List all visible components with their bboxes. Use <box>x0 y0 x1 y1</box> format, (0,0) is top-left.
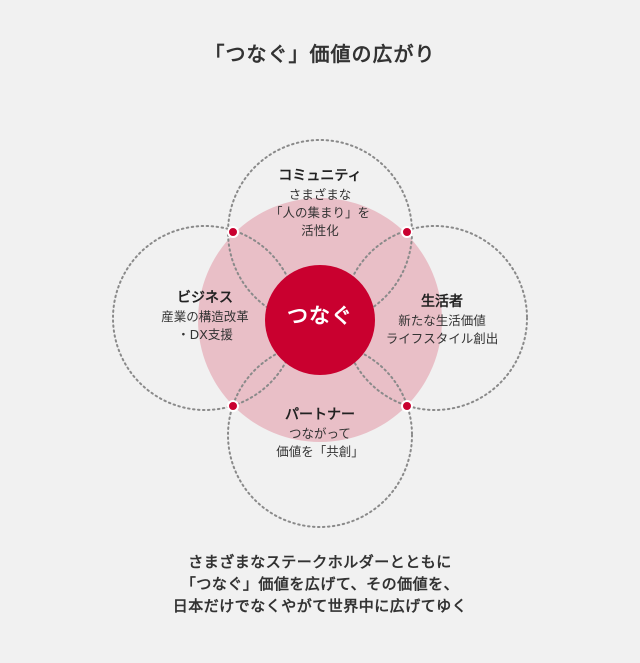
node-community: コミュニティ さまざまな 「人の集まり」を 活性化 <box>230 166 410 240</box>
bottom-caption-line-3: 日本だけでなくやがて世界中に広げてゆく <box>172 597 468 615</box>
connector-dot-bottom-right <box>401 400 413 412</box>
node-consumer-heading: 生活者 <box>421 294 463 310</box>
connector-dot-top-left <box>227 226 239 238</box>
connector-dot-top-right <box>401 226 413 238</box>
node-consumer-line-1: 新たな生活価値 <box>398 313 486 328</box>
center-circle <box>265 265 375 375</box>
node-community-line-2: 「人の集まり」を <box>269 205 370 220</box>
node-consumer-line-2: ライフスタイル創出 <box>385 331 499 346</box>
node-partner: パートナー つながって 価値を「共創」 <box>230 405 410 461</box>
bottom-caption-line-2: 「つなぐ」価値を広げて、その価値を、 <box>180 575 460 593</box>
orbit-circle-bottom <box>227 342 413 528</box>
node-community-line-1: さまざまな <box>288 187 352 202</box>
node-community-line-3: 活性化 <box>301 223 339 238</box>
node-partner-heading: パートナー <box>285 407 355 423</box>
node-business-heading: ビジネス <box>177 290 233 306</box>
node-business-line-2: ・DX支援 <box>177 327 233 342</box>
node-partner-line-1: つながって <box>289 426 351 441</box>
connector-dot-bottom-left <box>227 400 239 412</box>
bottom-caption-line-1: さまざまなステークホルダーとともに <box>188 553 452 571</box>
orbit-circle-right <box>342 225 528 411</box>
node-partner-line-2: 価値を「共創」 <box>276 444 364 459</box>
diagram-title: 「つなぐ」価値の広がり <box>204 42 436 66</box>
node-business: ビジネス 産業の構造改革 ・DX支援 <box>115 288 295 344</box>
node-consumer: 生活者 新たな生活価値 ライフスタイル創出 <box>352 292 532 348</box>
node-community-heading: コミュニティ <box>278 168 362 184</box>
node-business-line-1: 産業の構造改革 <box>161 309 249 324</box>
bottom-caption: さまざまなステークホルダーとともに 「つなぐ」価値を広げて、その価値を、 日本だ… <box>0 551 640 617</box>
center-label: つなぐ <box>287 304 353 328</box>
